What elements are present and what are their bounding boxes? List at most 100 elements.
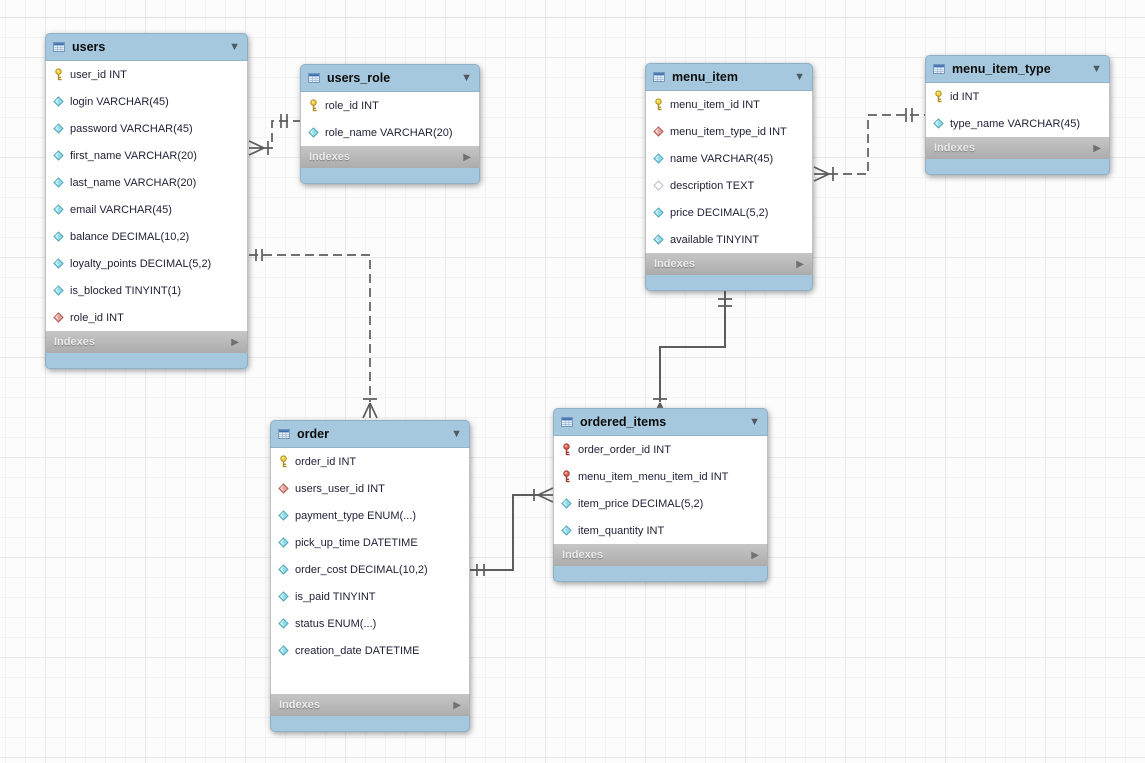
table-order[interactable]: order ▼ order_id INT users_user_id INT p… — [270, 420, 470, 732]
column-row[interactable]: available TINYINT — [646, 226, 812, 253]
column-label: payment_type ENUM(...) — [295, 509, 417, 522]
column-row[interactable]: email VARCHAR(45) — [46, 196, 247, 223]
column-row[interactable]: is_blocked TINYINT(1) — [46, 277, 247, 304]
column-icon — [652, 233, 664, 246]
primary-foreign-key-icon — [560, 470, 572, 483]
column-row[interactable]: role_id INT — [301, 92, 479, 119]
collapse-arrow-icon[interactable]: ▼ — [451, 427, 462, 440]
table-users-header[interactable]: users ▼ — [45, 33, 248, 61]
indexes-footer[interactable]: Indexes ▶ — [645, 253, 813, 275]
table-menu_item_type-header[interactable]: menu_item_type ▼ — [925, 55, 1110, 83]
column-icon — [652, 152, 664, 165]
column-label: first_name VARCHAR(20) — [70, 149, 197, 162]
primary-key-icon — [307, 99, 319, 112]
collapse-arrow-icon[interactable]: ▼ — [794, 70, 805, 83]
column-row[interactable]: last_name VARCHAR(20) — [46, 169, 247, 196]
column-label: menu_item_menu_item_id INT — [578, 470, 729, 483]
column-label: creation_date DATETIME — [295, 644, 420, 657]
column-label: price DECIMAL(5,2) — [670, 206, 769, 219]
relationship-menu_item-ordered_items[interactable] — [652, 291, 732, 419]
collapse-arrow-icon[interactable]: ▼ — [461, 71, 472, 84]
column-row[interactable]: status ENUM(...) — [271, 610, 469, 637]
foreign-key-icon — [52, 311, 64, 324]
primary-key-icon — [52, 68, 64, 81]
column-icon — [277, 536, 289, 549]
empty-row-space — [271, 664, 469, 694]
collapse-arrow-icon[interactable]: ▼ — [749, 415, 760, 428]
table-order-header[interactable]: order ▼ — [270, 420, 470, 448]
column-row[interactable]: role_id INT — [46, 304, 247, 331]
relationship-menu_item_type-menu_item[interactable] — [813, 108, 925, 182]
primary-key-icon — [277, 455, 289, 468]
column-icon — [932, 117, 944, 130]
column-row[interactable]: loyalty_points DECIMAL(5,2) — [46, 250, 247, 277]
column-row[interactable]: login VARCHAR(45) — [46, 88, 247, 115]
indexes-footer[interactable]: Indexes ▶ — [45, 331, 248, 353]
table-icon — [933, 63, 945, 76]
relationship-order-ordered_items[interactable] — [470, 487, 554, 576]
table-title: ordered_items — [580, 415, 667, 429]
column-row[interactable]: item_quantity INT — [554, 517, 767, 544]
indexes-label: Indexes — [309, 151, 350, 163]
column-label: loyalty_points DECIMAL(5,2) — [70, 257, 212, 270]
column-row[interactable]: password VARCHAR(45) — [46, 115, 247, 142]
column-row[interactable]: description TEXT — [646, 172, 812, 199]
indexes-label: Indexes — [562, 549, 603, 561]
table-users-columns: user_id INT login VARCHAR(45) password V… — [45, 61, 248, 331]
collapse-arrow-icon[interactable]: ▼ — [229, 40, 240, 53]
indexes-footer[interactable]: Indexes ▶ — [270, 694, 470, 716]
table-ordered_items[interactable]: ordered_items ▼ order_order_id INT menu_… — [553, 408, 768, 582]
column-row[interactable]: payment_type ENUM(...) — [271, 502, 469, 529]
column-row[interactable]: is_paid TINYINT — [271, 583, 469, 610]
indexes-footer[interactable]: Indexes ▶ — [300, 146, 480, 168]
column-row[interactable]: users_user_id INT — [271, 475, 469, 502]
column-label: available TINYINT — [670, 233, 760, 246]
table-users_role[interactable]: users_role ▼ role_id INT role_name VARCH… — [300, 64, 480, 184]
column-row[interactable]: balance DECIMAL(10,2) — [46, 223, 247, 250]
table-icon — [278, 428, 290, 441]
table-ordered_items-header[interactable]: ordered_items ▼ — [553, 408, 768, 436]
relationship-users-order[interactable] — [249, 249, 378, 419]
column-row[interactable]: order_order_id INT — [554, 436, 767, 463]
column-row[interactable]: order_id INT — [271, 448, 469, 475]
table-title: order — [297, 427, 329, 441]
table-menu_item_type[interactable]: menu_item_type ▼ id INT type_name VARCHA… — [925, 55, 1110, 175]
column-label: item_price DECIMAL(5,2) — [578, 497, 704, 510]
column-icon — [277, 644, 289, 657]
table-menu_item-header[interactable]: menu_item ▼ — [645, 63, 813, 91]
column-row[interactable]: role_name VARCHAR(20) — [301, 119, 479, 146]
column-icon — [52, 149, 64, 162]
table-users[interactable]: users ▼ user_id INT login VARCHAR(45) pa… — [45, 33, 248, 369]
relationship-users_role-users[interactable] — [248, 114, 300, 156]
column-row[interactable]: type_name VARCHAR(45) — [926, 110, 1109, 137]
table-title: menu_item — [672, 70, 738, 84]
column-row[interactable]: menu_item_menu_item_id INT — [554, 463, 767, 490]
column-row[interactable]: pick_up_time DATETIME — [271, 529, 469, 556]
column-row[interactable]: order_cost DECIMAL(10,2) — [271, 556, 469, 583]
table-users_role-header[interactable]: users_role ▼ — [300, 64, 480, 92]
indexes-label: Indexes — [654, 258, 695, 270]
column-label: order_order_id INT — [578, 443, 671, 456]
table-icon — [308, 72, 320, 85]
column-icon — [52, 122, 64, 135]
column-row[interactable]: name VARCHAR(45) — [646, 145, 812, 172]
table-bottom-bar — [553, 566, 768, 582]
column-icon — [277, 509, 289, 522]
collapse-arrow-icon[interactable]: ▼ — [1091, 62, 1102, 75]
column-row[interactable]: menu_item_type_id INT — [646, 118, 812, 145]
column-row[interactable]: item_price DECIMAL(5,2) — [554, 490, 767, 517]
column-row[interactable]: price DECIMAL(5,2) — [646, 199, 812, 226]
column-row[interactable]: creation_date DATETIME — [271, 637, 469, 664]
indexes-footer[interactable]: Indexes ▶ — [925, 137, 1110, 159]
column-icon — [560, 524, 572, 537]
column-label: is_blocked TINYINT(1) — [70, 284, 182, 297]
column-row[interactable]: first_name VARCHAR(20) — [46, 142, 247, 169]
table-menu_item[interactable]: menu_item ▼ menu_item_id INT menu_item_t… — [645, 63, 813, 291]
column-row[interactable]: id INT — [926, 83, 1109, 110]
indexes-footer[interactable]: Indexes ▶ — [553, 544, 768, 566]
column-row[interactable]: menu_item_id INT — [646, 91, 812, 118]
column-row[interactable]: user_id INT — [46, 61, 247, 88]
column-icon — [52, 176, 64, 189]
